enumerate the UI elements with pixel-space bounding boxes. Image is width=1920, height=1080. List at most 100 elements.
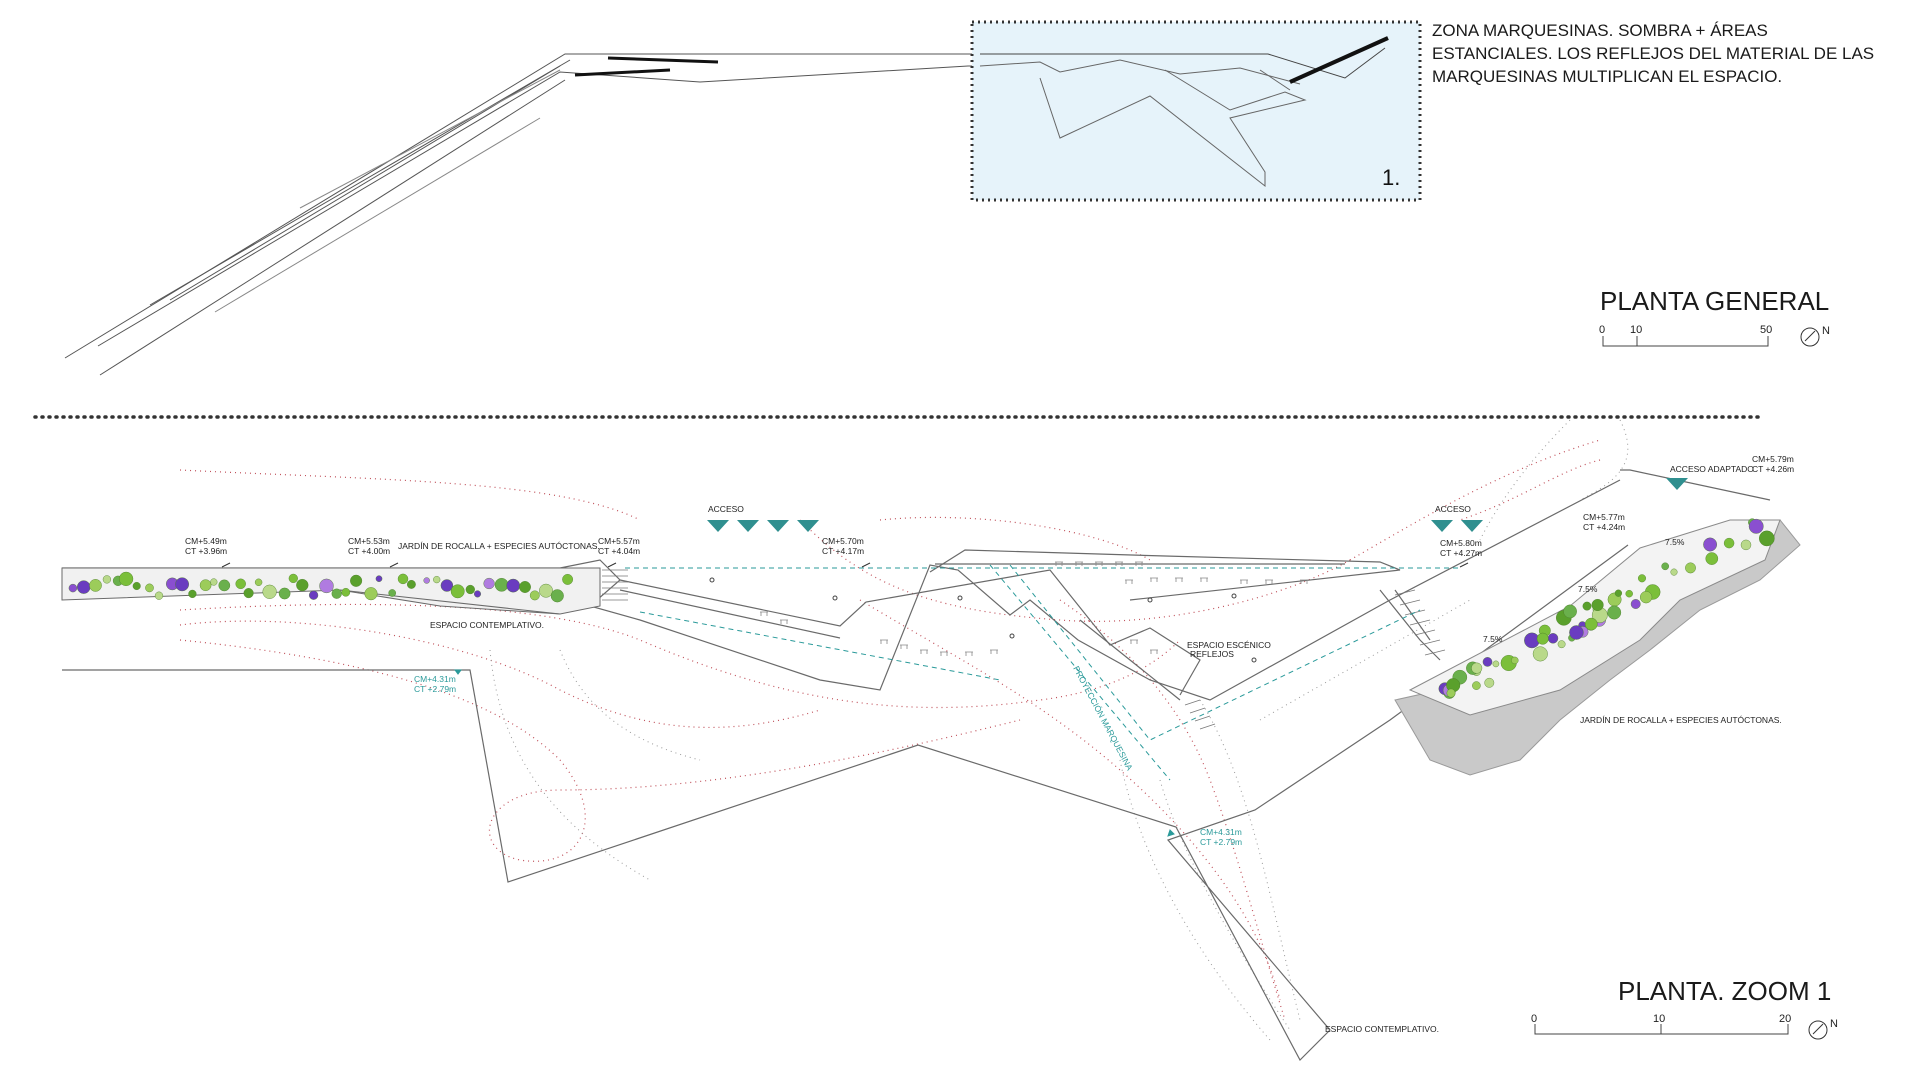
zoom-number: 1. (1382, 165, 1400, 190)
proyeccion-label: PROYECCIÓN MARQUESINA (1071, 664, 1135, 772)
shrub-plant (210, 578, 218, 586)
pedestrian-paths (179, 439, 1601, 1021)
bench (900, 644, 908, 649)
zoom-area-frame[interactable] (970, 20, 1422, 202)
flower-plant (319, 578, 334, 594)
shrub-plant (218, 579, 231, 592)
access-marker-6 (1461, 520, 1483, 532)
level-5-cm: CM+5.80m (1440, 538, 1482, 548)
level-1-cm: CM+5.49m (185, 536, 227, 546)
shrub-plant (1614, 589, 1623, 597)
zoom-plan-title: PLANTA. ZOOM 1 (1618, 976, 1831, 1006)
shrub-plant (154, 591, 164, 600)
shrub-plant (331, 588, 342, 599)
bench (1055, 561, 1063, 566)
flower-plant (375, 575, 383, 583)
general-north-label: N (1822, 325, 1830, 337)
shrub-plant (529, 590, 540, 601)
bench (1150, 649, 1158, 654)
shrub-plant (397, 573, 409, 585)
shrub-plant (1625, 590, 1633, 598)
acceso-adaptado-label: ACCESO ADAPTADO (1670, 464, 1754, 474)
bench (1200, 577, 1208, 582)
espacio-contemplativo-2: ESPACIO CONTEMPLATIVO. (1325, 1024, 1439, 1034)
shrub-plant (1639, 591, 1653, 604)
plan-labels: CM+5.49m CT +3.96m CM+5.53m CT +4.00m CM… (185, 454, 1794, 1034)
shrub-plant (102, 575, 112, 584)
shrub-plant (199, 579, 212, 592)
access-marker-4 (797, 520, 819, 532)
level-low-center-cm: CM+4.31m (1200, 827, 1242, 837)
right-garden-plants (1438, 518, 1775, 699)
shrub-plant (1591, 599, 1604, 612)
access-marker-5 (1431, 520, 1453, 532)
shrub-plant (1472, 681, 1481, 690)
benches (760, 561, 1308, 656)
zone-note-line1: ZONA MARQUESINAS. SOMBRA + ÁREAS (1432, 21, 1768, 40)
shrub-plant (1759, 530, 1775, 547)
shrub-plant (1582, 601, 1592, 611)
general-plan-title: PLANTA GENERAL (1600, 286, 1829, 316)
shrub-plant (406, 580, 416, 589)
flower-plant (309, 590, 319, 600)
shrub-plant (465, 584, 475, 595)
shrub-plant (1511, 656, 1519, 665)
shrub-plant (235, 578, 246, 589)
shrub-plant (1637, 574, 1646, 583)
bench (1135, 561, 1143, 566)
bench (1175, 577, 1183, 582)
flower-plant (1748, 518, 1764, 534)
espacio-escenico-1: ESPACIO ESCÉNICO (1187, 640, 1271, 650)
shrub-plant (1670, 568, 1678, 576)
bench (1130, 639, 1138, 644)
flower-plant (440, 579, 454, 592)
espacio-escenico-2: REFLEJOS (1190, 649, 1234, 659)
level-7-cm: CM+5.79m (1752, 454, 1794, 464)
flower-plant (1703, 537, 1718, 552)
level-low-center-ct: CT +2.79m (1200, 837, 1242, 847)
slope-label-2: 7.5% (1578, 584, 1598, 594)
general-scale-bar: 0 10 50 (1599, 324, 1772, 347)
level-1-ct: CT +3.96m (185, 546, 227, 556)
shrub-plant (1532, 646, 1548, 662)
bench (920, 649, 928, 654)
acceso-label-1: ACCESO (708, 504, 744, 514)
shrub-plant (1492, 660, 1500, 668)
shrub-plant (254, 578, 263, 586)
general-north-icon: N (1800, 325, 1830, 347)
zoom-scale-0: 0 (1531, 1013, 1537, 1025)
light-points (709, 577, 1257, 663)
shrub-plant (539, 583, 553, 598)
espacio-contemplativo-1: ESPACIO CONTEMPLATIVO. (430, 620, 544, 630)
shrub-plant (188, 589, 197, 599)
flower-plant (474, 590, 482, 598)
flower-plant (68, 583, 78, 593)
general-scale-50: 50 (1760, 324, 1772, 336)
shrub-plant (1723, 537, 1735, 549)
canopy-projection (625, 564, 1460, 781)
level-6-ct: CT +4.24m (1583, 522, 1625, 532)
slope-label-3: 7.5% (1483, 634, 1503, 644)
zoom-scale-bar: 0 10 20 (1531, 1013, 1791, 1035)
zone-note-line3: MARQUESINAS MULTIPLICAN EL ESPACIO. (1432, 67, 1782, 86)
shrub-plant (243, 588, 254, 599)
shrub-plant (433, 575, 441, 584)
shrub-plant (550, 589, 564, 603)
flower-plant (1569, 625, 1584, 640)
shrub-plant (1563, 604, 1577, 619)
level-arrows (221, 562, 1469, 837)
general-scale-0: 0 (1599, 324, 1605, 336)
bench (780, 619, 788, 624)
shrub-plant (1740, 539, 1752, 551)
access-marker-1 (707, 520, 729, 532)
level-3-ct: CT +4.04m (598, 546, 640, 556)
level-7-ct: CT +4.26m (1752, 464, 1794, 474)
shrub-plant (1661, 562, 1669, 571)
zoom-scale-10: 10 (1653, 1013, 1665, 1025)
shrub-plant (89, 579, 102, 592)
shrub-plant (364, 587, 378, 601)
shrub-plant (350, 574, 363, 587)
level-5-ct: CT +4.27m (1440, 548, 1482, 558)
zone-note-line2: ESTANCIALES. LOS REFLEJOS DEL MATERIAL D… (1432, 44, 1874, 63)
